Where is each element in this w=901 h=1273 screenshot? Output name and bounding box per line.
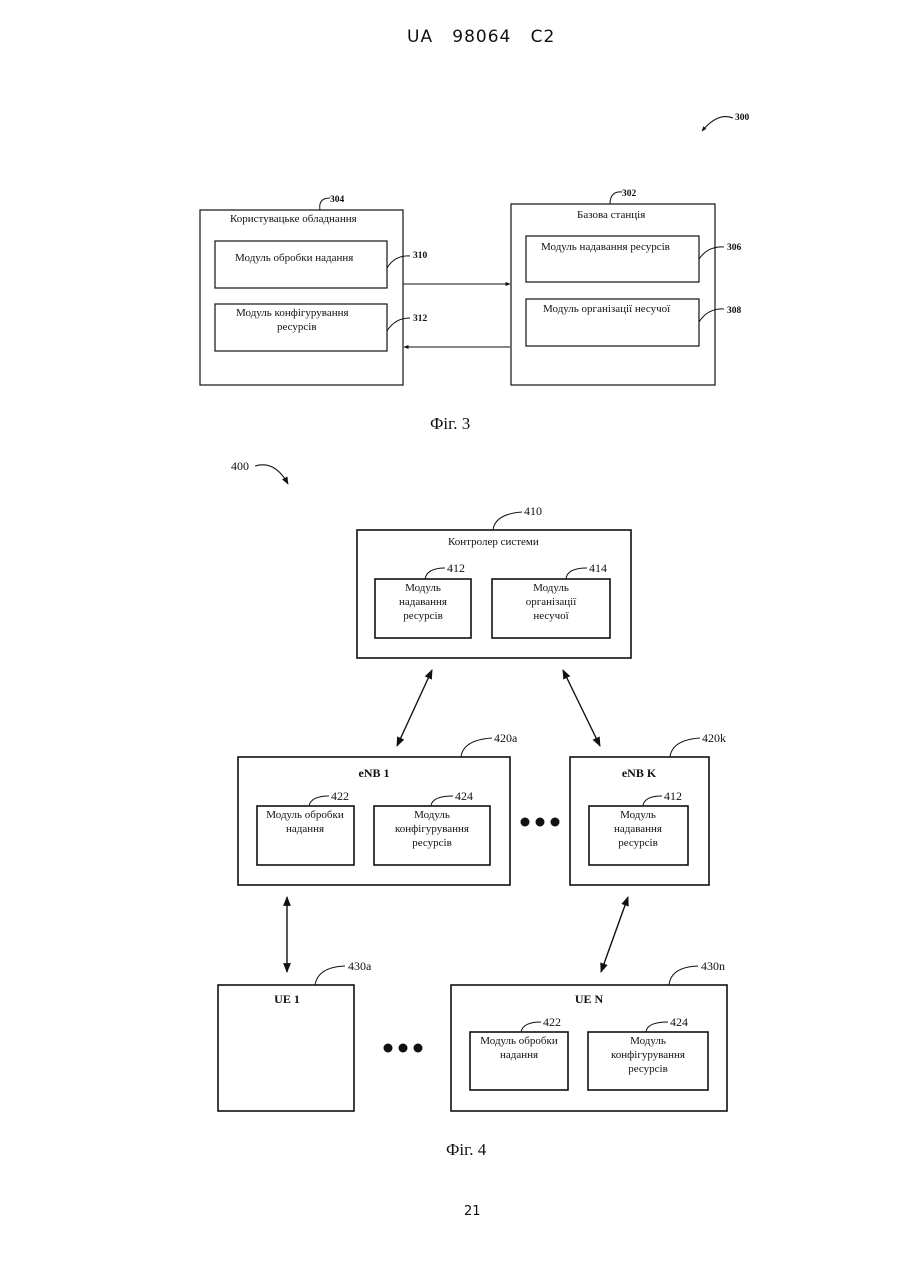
- figure-3: 300 Користувацьке обладнання 304 Модуль …: [200, 113, 750, 433]
- ref-410-leader: [493, 512, 522, 530]
- ref-312: 312: [413, 314, 428, 324]
- ref-422-enb-leader: [309, 796, 329, 806]
- ref-420a: 420a: [494, 731, 518, 745]
- controller-carrier-l1: Модуль: [533, 582, 569, 594]
- ref-422-enb: 422: [331, 789, 349, 803]
- enb1-config-l3: ресурсів: [412, 837, 452, 849]
- fig4-caption: Фіг. 4: [446, 1140, 487, 1159]
- ref-430a: 430a: [348, 959, 372, 973]
- ue-ellipsis-dot-3: [414, 1044, 423, 1053]
- ref-412-enbk: 412: [664, 789, 682, 803]
- enb1-title: eNB 1: [359, 766, 390, 780]
- ref-302: 302: [622, 189, 637, 199]
- ref-422-ue-leader: [521, 1022, 541, 1032]
- ue-ellipsis-dot-2: [399, 1044, 408, 1053]
- base-station-title: Базова станція: [577, 209, 645, 221]
- page-number: 21: [464, 1204, 481, 1219]
- ref-424-enb-leader: [431, 796, 453, 806]
- enbk-uen-arrow: [601, 897, 628, 972]
- ref-424-ue: 424: [670, 1015, 688, 1029]
- resource-config-label-2: ресурсів: [277, 321, 317, 333]
- enbk-resource-l3: ресурсів: [618, 837, 658, 849]
- provision-processing-label: Модуль обробки надання: [235, 252, 353, 264]
- ref-414-leader: [566, 568, 587, 579]
- system-controller-title: Контролер системи: [448, 536, 539, 548]
- ref-310-leader: [387, 256, 410, 268]
- ref-312-leader: [387, 318, 410, 331]
- ref-304: 304: [330, 195, 345, 205]
- enb1-config-l2: конфігурування: [395, 823, 469, 835]
- uen-config-l3: ресурсів: [628, 1063, 668, 1075]
- ref-420k-leader: [670, 738, 700, 757]
- controller-enb1-arrow: [397, 670, 432, 746]
- controller-resource-l1: Модуль: [405, 582, 441, 594]
- controller-enbk-arrow: [563, 670, 600, 746]
- enbk-resource-l2: надавання: [614, 823, 662, 835]
- ref-422-ue: 422: [543, 1015, 561, 1029]
- figure-4: 400 Контролер системи 410 Модуль надаван…: [218, 459, 727, 1159]
- ref-420a-leader: [461, 738, 492, 757]
- user-equipment-title: Користувацьке обладнання: [230, 213, 357, 225]
- ref-412-controller: 412: [447, 561, 465, 575]
- enbk-resource-l1: Модуль: [620, 809, 656, 821]
- fig3-caption: Фіг. 3: [430, 414, 470, 433]
- ref-412-leader: [425, 568, 445, 579]
- controller-carrier-l2: організації: [526, 596, 578, 608]
- ref-308-leader: [699, 309, 724, 322]
- controller-resource-l3: ресурсів: [403, 610, 443, 622]
- enbk-title: eNB K: [622, 766, 657, 780]
- fig3-ref-label: 300: [735, 113, 750, 123]
- uen-provision-l2: надання: [500, 1049, 538, 1061]
- base-station-box: [511, 204, 715, 385]
- fig4-ref-arrow: [255, 465, 288, 484]
- provision-processing-module: [215, 241, 387, 288]
- uen-title: UE N: [575, 992, 604, 1006]
- ref-306-leader: [699, 247, 724, 259]
- enb1-provision-l2: надання: [286, 823, 324, 835]
- enb1-provision-l1: Модуль обробки: [266, 809, 344, 821]
- ref-412-enbk-leader: [643, 796, 662, 806]
- fig3-ref-arrow: [702, 117, 733, 131]
- ref-430n-leader: [669, 966, 698, 985]
- uen-config-l1: Модуль: [630, 1035, 666, 1047]
- enb-ellipsis-dot-2: [536, 818, 545, 827]
- ue-ellipsis-dot-1: [384, 1044, 393, 1053]
- resource-config-label-1: Модуль конфігурування: [236, 307, 349, 319]
- ref-410: 410: [524, 504, 542, 518]
- controller-carrier-l3: несучої: [533, 610, 569, 622]
- ref-420k: 420k: [702, 731, 726, 745]
- ref-302-leader: [610, 192, 622, 204]
- ue1-title: UE 1: [274, 992, 300, 1006]
- user-equipment-box: [200, 210, 403, 385]
- ref-414: 414: [589, 561, 607, 575]
- ref-430a-leader: [315, 966, 345, 985]
- enb-ellipsis-dot-1: [521, 818, 530, 827]
- ref-424-enb: 424: [455, 789, 473, 803]
- controller-resource-l2: надавання: [399, 596, 447, 608]
- ref-310: 310: [413, 251, 428, 261]
- ref-306: 306: [727, 243, 742, 253]
- ref-308: 308: [727, 306, 742, 316]
- ref-424-ue-leader: [646, 1022, 668, 1032]
- enb-ellipsis-dot-3: [551, 818, 560, 827]
- carrier-organization-label: Модуль організації несучої: [543, 303, 671, 315]
- resource-provision-label: Модуль надавання ресурсів: [541, 241, 670, 253]
- ref-430n: 430n: [701, 959, 725, 973]
- fig4-ref-label: 400: [231, 459, 249, 473]
- enb1-config-l1: Модуль: [414, 809, 450, 821]
- ref-304-leader: [320, 198, 330, 210]
- uen-provision-l1: Модуль обробки: [480, 1035, 558, 1047]
- uen-config-l2: конфігурування: [611, 1049, 685, 1061]
